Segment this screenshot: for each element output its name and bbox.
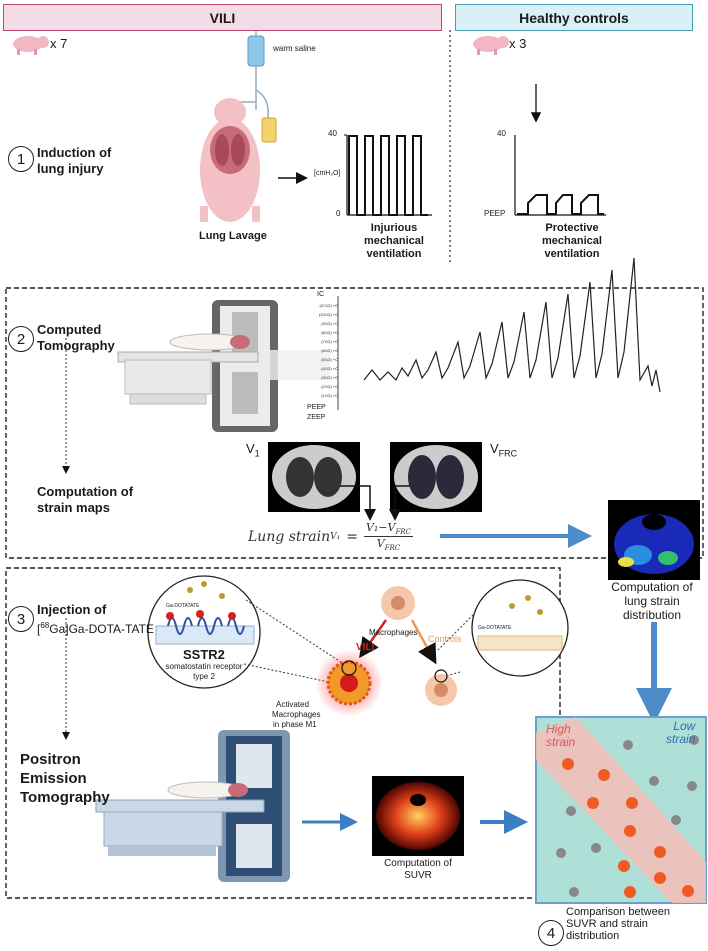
ct-section-box — [5, 287, 704, 559]
pressure-level-tick: (1/12) +C — [321, 393, 338, 398]
high-strain-label: High strain — [546, 722, 576, 749]
pressure-level-tick: (IC/12) +C — [319, 303, 338, 308]
vili-arrow-label: VILI — [356, 642, 375, 653]
ct-slice-icon — [390, 442, 482, 512]
step-3-title: Injection of [68Ga]Ga-DOTA-TATE — [37, 602, 154, 636]
step-1-title: Induction of lung injury — [37, 145, 112, 176]
receptor-membrane-icon — [147, 575, 261, 689]
v1-label: V1 — [246, 441, 260, 459]
sstr2-description: somatostatin receptor type 2 — [165, 662, 243, 681]
injurious-axis-bottom: 0 — [336, 209, 341, 218]
strain-formula: Lung strain V₁ = V₁−VFRC VFRC — [248, 521, 413, 553]
iv-bag-icon — [228, 30, 277, 143]
tracer-label-left: Ga-DOTATATE — [166, 603, 200, 609]
suvr-map-icon — [372, 776, 464, 856]
vili-header-label: VILI — [209, 9, 236, 26]
injurious-waveform — [344, 134, 432, 216]
injurious-label: Injurious mechanical ventilation — [364, 222, 424, 260]
pressure-level-tick: (7/12) +C — [321, 339, 338, 344]
pet-scanner-icon — [95, 730, 290, 882]
zeep-label: ZEEP — [307, 414, 326, 421]
step-4-badge: 4 — [538, 920, 564, 946]
ct-scanner-icon — [117, 300, 330, 432]
pet-section-box — [5, 567, 561, 899]
low-strain-label: Low strain — [666, 719, 696, 746]
macrophages-label: Macrophages — [369, 628, 418, 637]
comparison-panel — [535, 716, 707, 904]
macrophage-icon — [425, 669, 457, 706]
injurious-axis-unit: [cmH₂O] — [314, 170, 341, 177]
pressure-level-tick: (4/12) +C — [321, 366, 338, 371]
pig-icon — [473, 36, 509, 55]
pressure-curve — [337, 257, 661, 410]
macrophage-icon — [315, 649, 383, 717]
controls-header: Healthy controls — [455, 4, 693, 31]
ic-label: IC — [317, 291, 324, 298]
peep-label: PEEP — [307, 404, 326, 411]
tracer-label-right: Ga-DOTATATE — [478, 625, 512, 631]
strain-maps-title: Computation of strain maps — [37, 484, 134, 515]
vili-header: VILI — [3, 4, 442, 31]
protective-axis-peep: PEEP — [484, 209, 506, 218]
controls-arrow-label: Controls — [428, 634, 462, 644]
pet-title: Positron Emission Tomography — [20, 751, 110, 806]
injurious-axis-top: 40 — [328, 129, 337, 138]
strain-map-icon — [608, 500, 700, 580]
controls-header-label: Healthy controls — [519, 9, 629, 26]
pressure-level-tick: (2/12) +C — [321, 384, 338, 389]
comparison-label: Comparison between SUVR and strain distr… — [566, 906, 670, 942]
pig-anatomy-icon — [200, 98, 260, 222]
pressure-level-tick: (3/12) +C — [321, 375, 338, 380]
sstr2-label: SSTR2 — [183, 647, 225, 662]
pig-icon — [13, 36, 49, 55]
suvr-label: Computation of SUVR — [384, 858, 452, 881]
step-2-badge: 2 — [8, 326, 34, 352]
warm-saline-label: warm saline — [273, 44, 316, 53]
pressure-level-tick: (8/12) +C — [321, 330, 338, 335]
step-3-badge: 3 — [8, 606, 34, 632]
protective-label: Protective mechanical ventilation — [542, 222, 602, 260]
pressure-level-tick: (9/12) +C — [321, 321, 338, 326]
pressure-level-list: (IC/12) +C (10/12) +C (9/12) +C (8/12) +C (7… — [300, 301, 338, 400]
vfrc-label: VFRC — [490, 441, 518, 459]
strain-distribution-label: Computation of lung strain distribution — [611, 580, 693, 622]
activated-macrophages-label: Activated Macrophages in phase M1 — [272, 700, 321, 729]
pressure-level-tick: (5/12) +C — [321, 357, 338, 362]
vili-pig-count: x 7 — [50, 36, 68, 51]
protective-axis-top: 40 — [497, 129, 506, 138]
lung-lavage-label: Lung Lavage — [199, 230, 267, 242]
ct-slice-icon — [268, 442, 360, 512]
receptor-membrane-icon — [471, 579, 569, 677]
control-pig-count: x 3 — [509, 36, 527, 51]
step-1-badge: 1 — [8, 146, 34, 172]
macrophage-icon — [381, 586, 415, 620]
pressure-level-tick: (6/12) +C — [321, 348, 338, 353]
pressure-level-tick: (10/12) +C — [318, 312, 338, 317]
protective-waveform — [514, 135, 606, 216]
step-2-title: Computed Tomography — [37, 322, 115, 353]
